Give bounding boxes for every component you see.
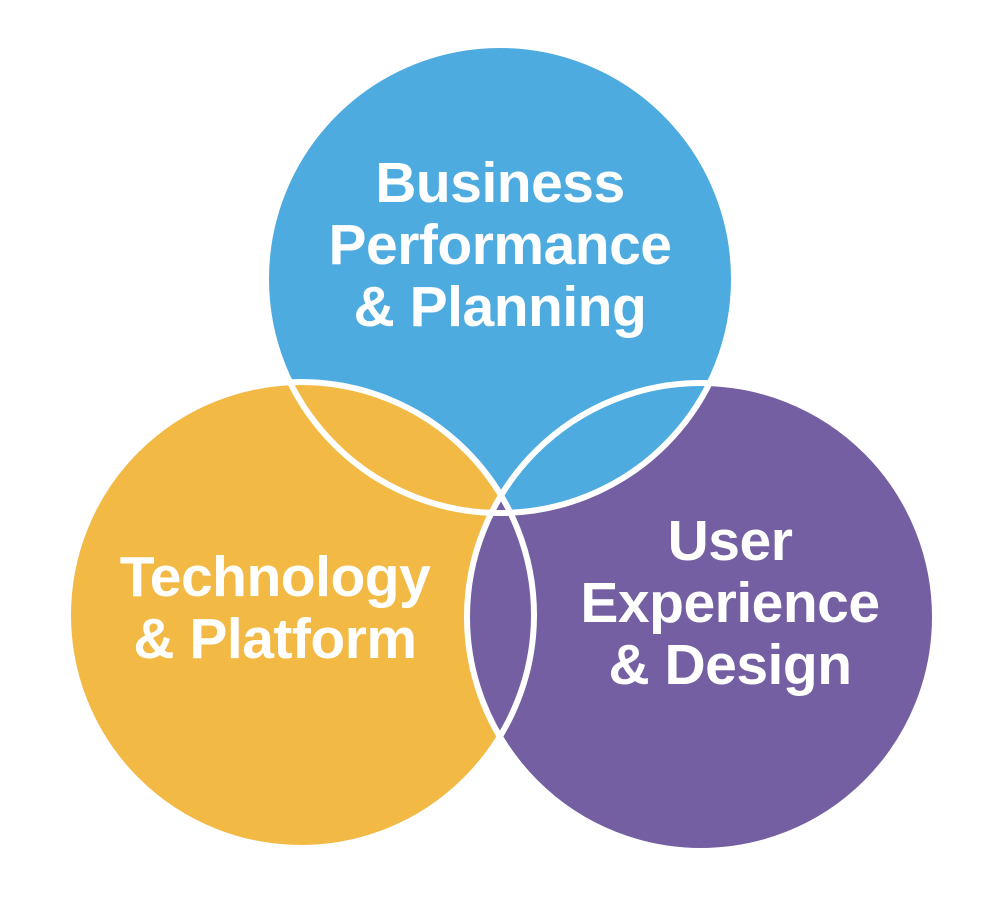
technology-outline	[65, 379, 537, 851]
user-experience-label-line-3: & Design	[608, 633, 852, 697]
business-label-line-2: Performance	[328, 213, 673, 277]
user-experience-label: User Experience & Design	[545, 510, 915, 696]
business-label: Business Performance & Planning	[300, 152, 700, 338]
user-experience-outline	[464, 380, 938, 854]
technology-label-line-2: & Platform	[133, 607, 417, 671]
user-experience-label-line-2: Experience	[580, 571, 880, 635]
business-label-line-3: & Planning	[353, 275, 647, 339]
technology-label: Technology & Platform	[95, 546, 455, 670]
business-outline	[263, 42, 737, 516]
business-label-line-1: Business	[375, 151, 625, 215]
technology-label-line-1: Technology	[119, 545, 431, 609]
user-experience-label-line-1: User	[667, 509, 793, 573]
